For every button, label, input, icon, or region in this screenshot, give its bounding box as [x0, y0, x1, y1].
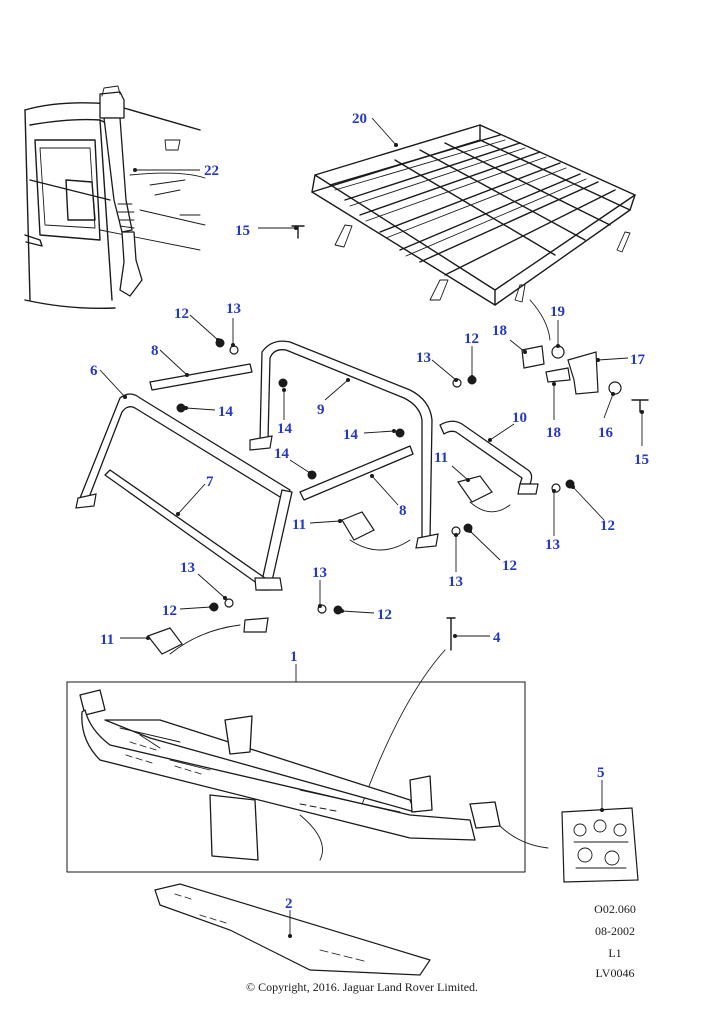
leader-lines: [99, 117, 644, 938]
callout-8: 8: [399, 503, 407, 519]
copyright-notice: © Copyright, 2016. Jaguar Land Rover Lim…: [245, 980, 479, 994]
callout-18: 18: [492, 323, 507, 339]
callout-4: 4: [493, 630, 501, 646]
reference-code: O02.060: [594, 902, 636, 916]
pin-4: [359, 617, 456, 811]
callout-14: 14: [218, 404, 234, 420]
callout-15: 15: [634, 452, 649, 468]
callout-12: 12: [464, 331, 479, 347]
callout-14: 14: [277, 421, 293, 437]
step-plate-2: [154, 883, 431, 976]
callout-13: 13: [416, 350, 431, 366]
callout-13: 13: [226, 301, 241, 317]
callout-10: 10: [512, 410, 527, 426]
callout-19: 19: [550, 304, 565, 320]
callout-2: 2: [285, 896, 293, 912]
callout-16: 16: [598, 425, 614, 441]
mounting-plates: [147, 475, 511, 655]
callout-1: 1: [290, 649, 298, 665]
callout-12: 12: [162, 603, 177, 619]
vehicle-snorkel-illustration: [24, 85, 206, 310]
callout-14: 14: [343, 427, 359, 443]
reference-sheet: L1: [608, 946, 622, 960]
callout-13: 13: [545, 537, 560, 553]
callout-11: 11: [434, 450, 448, 466]
callout-8: 8: [151, 343, 159, 359]
callout-12: 12: [174, 306, 189, 322]
callout-22: 22: [204, 163, 219, 179]
callout-17: 17: [630, 352, 646, 368]
rack-mounting-brackets: [521, 299, 622, 395]
callout-14: 14: [274, 446, 290, 462]
callout-9: 9: [317, 402, 325, 418]
callout-7: 7: [206, 474, 214, 490]
callout-15: 15: [235, 223, 250, 239]
roof-rack: [311, 124, 636, 306]
reference-date: 08-2002: [595, 924, 635, 938]
callout-12: 12: [600, 518, 615, 534]
front-bumper-a-frame: [79, 689, 549, 861]
callout-5: 5: [597, 765, 605, 781]
callout-18: 18: [546, 425, 561, 441]
roll-cage: [75, 340, 539, 633]
reference-doc: LV0046: [595, 966, 635, 980]
callout-11: 11: [100, 632, 114, 648]
callout-12: 12: [502, 558, 517, 574]
callout-numbers: 20 22 15 12 13 8 6 14 14 9 14 14 7 8 11 …: [90, 111, 649, 912]
callout-13: 13: [180, 560, 195, 576]
callout-6: 6: [90, 363, 98, 379]
fasteners: [176, 225, 649, 615]
callout-11: 11: [292, 517, 306, 533]
callout-13: 13: [312, 565, 327, 581]
fixings-kit-5: [561, 807, 639, 883]
callout-13: 13: [448, 574, 463, 590]
callout-20: 20: [352, 111, 367, 127]
callout-12: 12: [377, 607, 392, 623]
